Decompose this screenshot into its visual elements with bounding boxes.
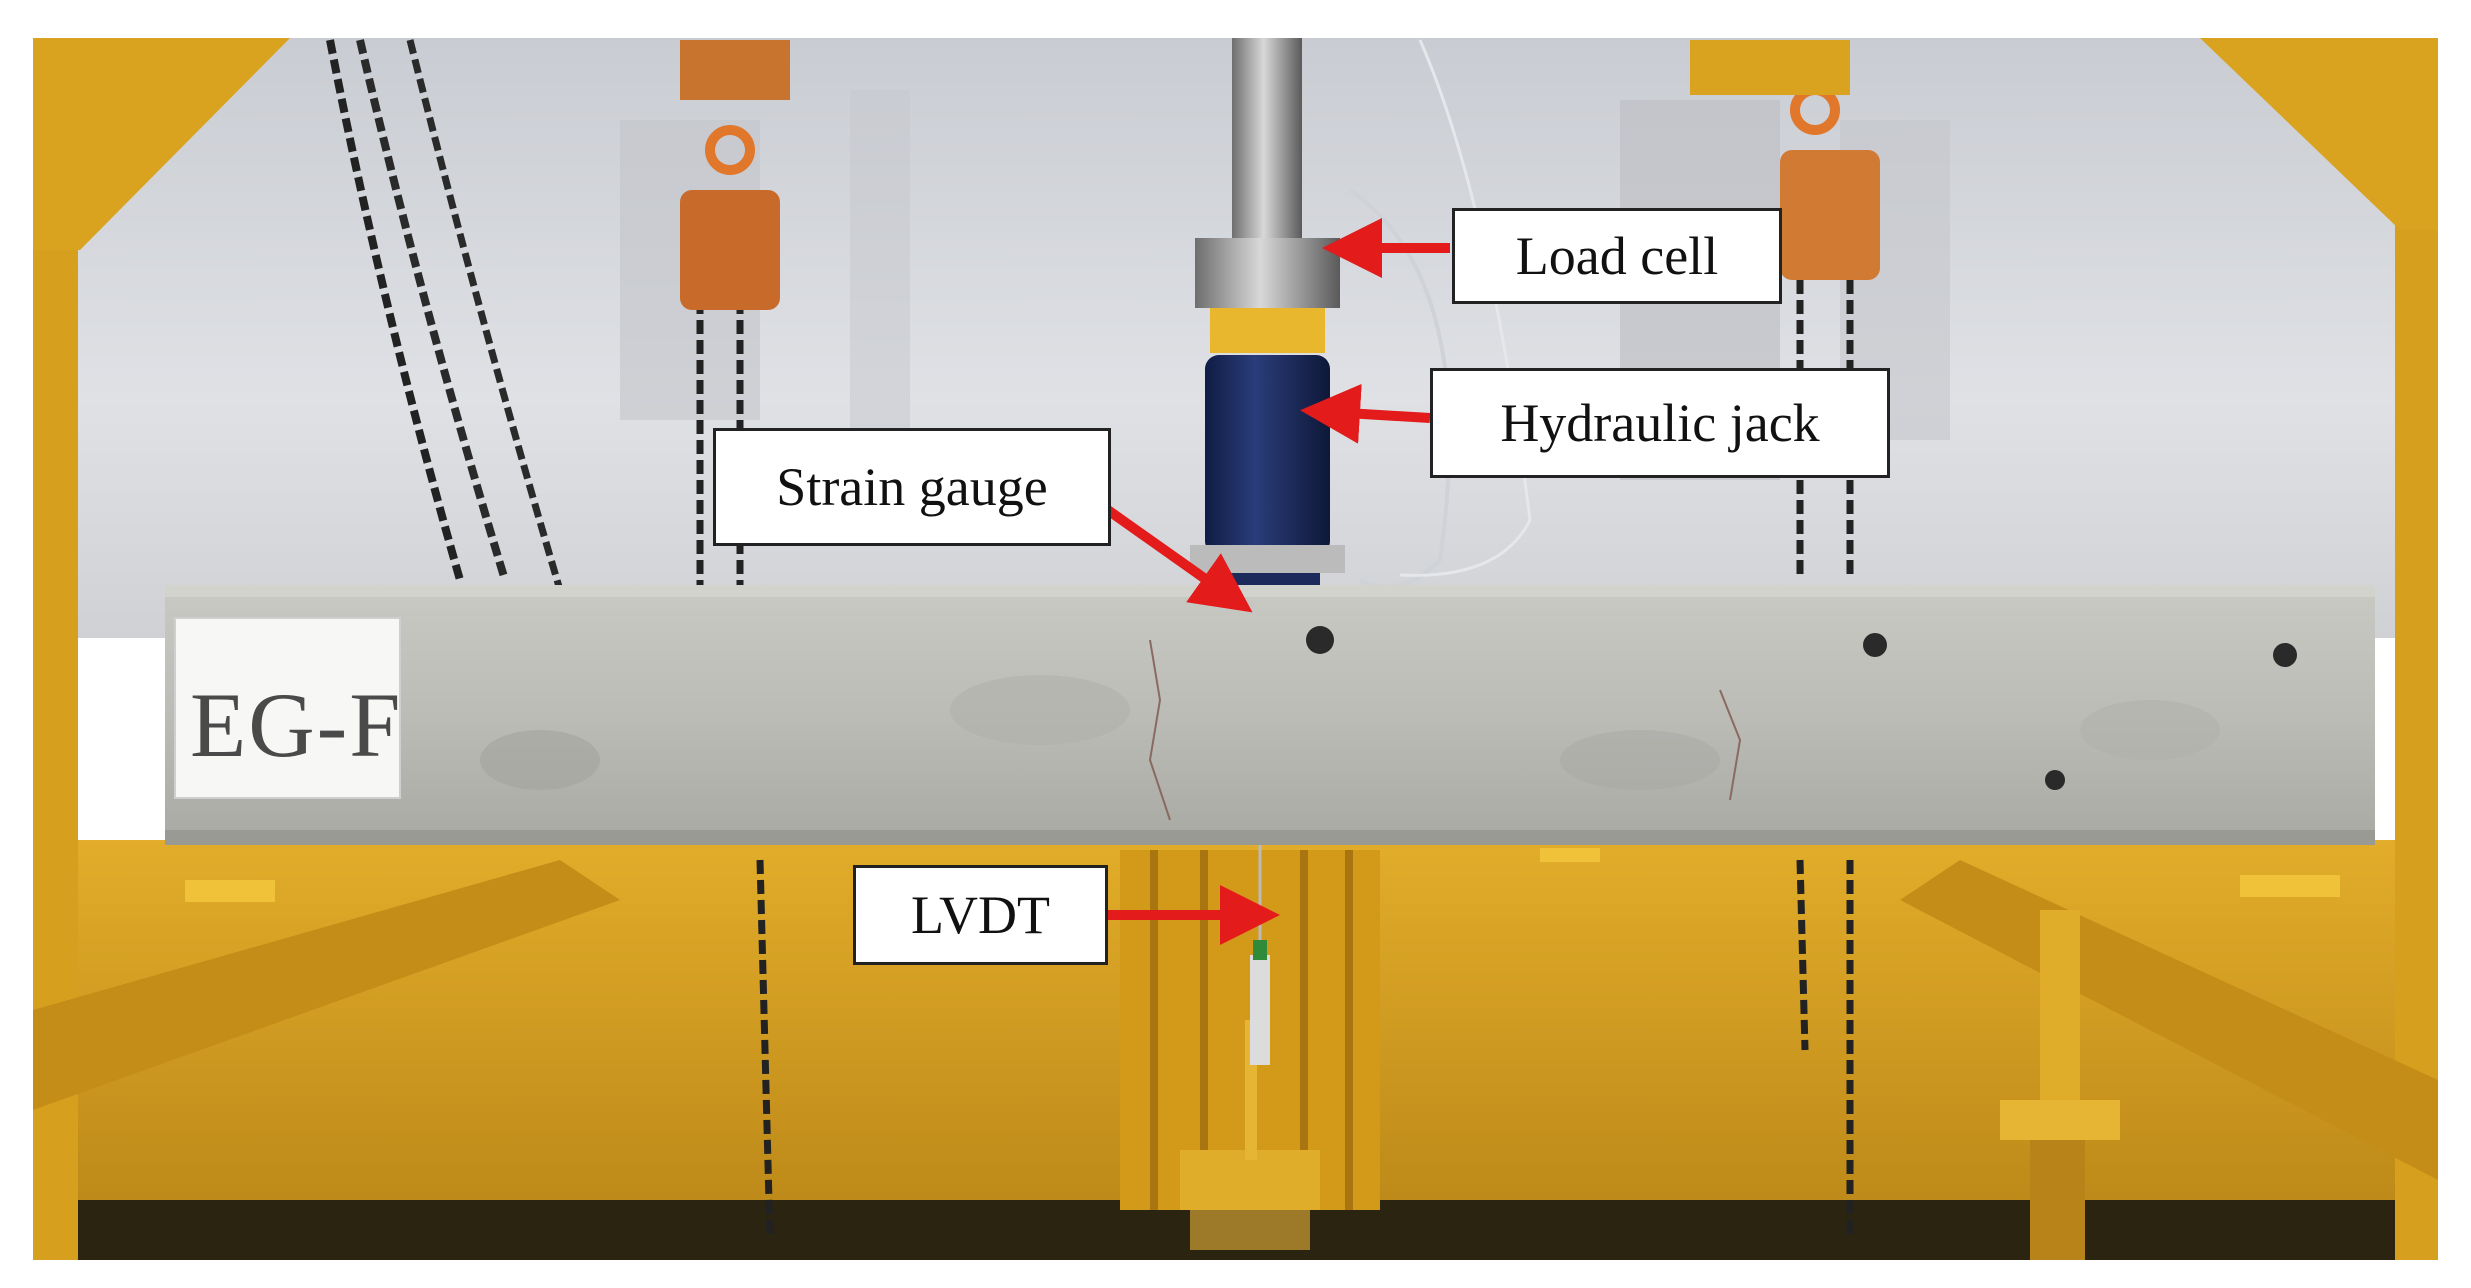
specimen-sign [174,617,401,799]
hydraulic-jack [1205,355,1330,555]
lvdt-label: LVDT [853,865,1108,965]
hydraulic-jack-label: Hydraulic jack [1430,368,1890,478]
load-cell-label: Load cell [1452,208,1782,304]
strain-gauge-label: Strain gauge [713,428,1111,546]
specimen-sign-text: EG-F [190,674,403,776]
loading-rod [1232,38,1302,238]
strain-gauge-arrow [1102,503,1253,613]
concrete-beam [165,585,2375,845]
load-cell [1195,238,1340,308]
hydraulic-jack-arrow [1300,383,1431,444]
lvdt [1250,955,1270,1065]
